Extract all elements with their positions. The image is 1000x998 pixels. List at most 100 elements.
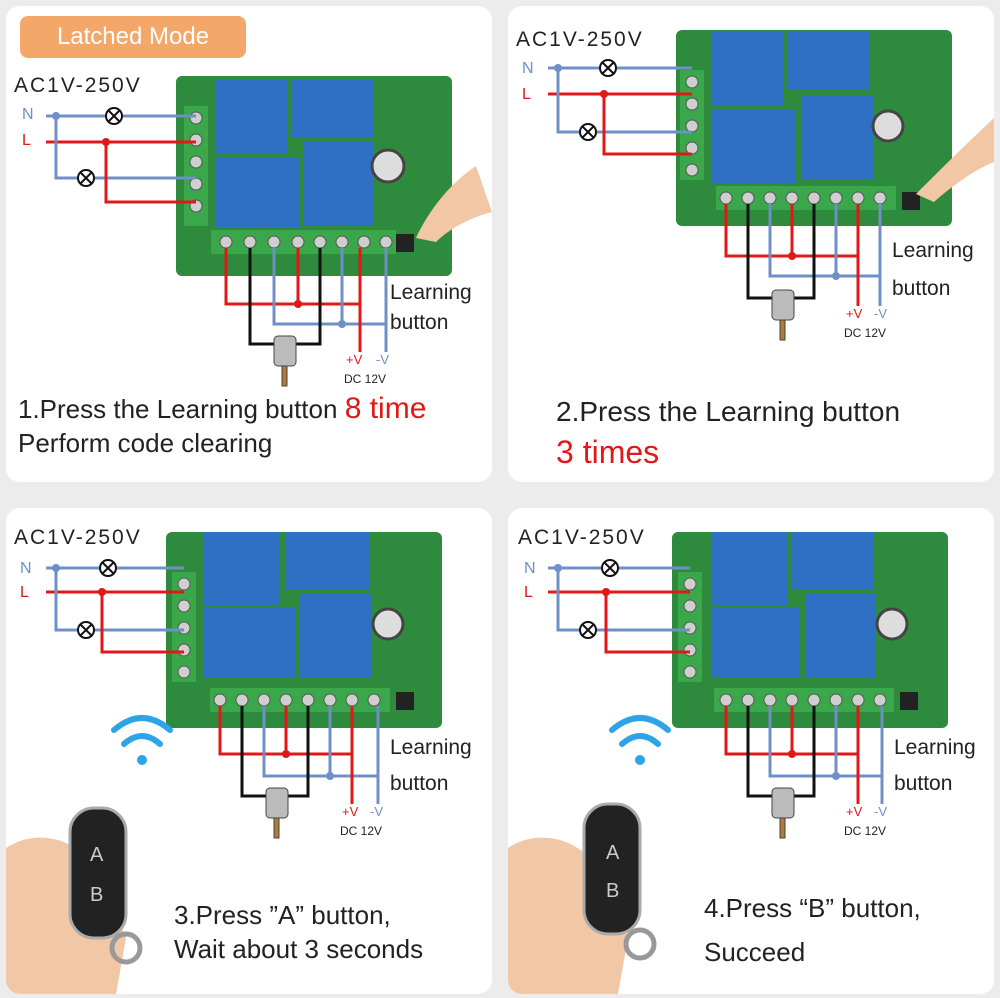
step1-instruction: 1.Press the Learning button 8 time Perfo… [18, 392, 426, 460]
remote-in-hand [508, 802, 657, 994]
load-wires [46, 114, 196, 204]
lamp-2 [77, 621, 95, 639]
voltage-label: AC1V-250V [14, 74, 142, 97]
relay-4 [806, 594, 876, 678]
step3-panel: A B AC1V-250V N L Learning button +V -V D… [6, 508, 492, 994]
live-label: L [20, 584, 29, 601]
learning-word: Learning [892, 239, 974, 262]
terminal-block-bottom [714, 688, 894, 712]
relay-2 [788, 32, 870, 90]
hand-pointer [416, 166, 492, 242]
load-wires [548, 566, 690, 654]
relay-4 [802, 96, 874, 180]
lamp-1 [599, 59, 617, 77]
relay-2 [792, 532, 874, 590]
terminal-screws [177, 577, 381, 707]
step4-text: 4.Press “B” button, [704, 893, 921, 923]
plus-v-label: +V [342, 804, 359, 819]
step3-wiring-diagram [6, 532, 442, 994]
voltage-label: AC1V-250V [14, 526, 142, 549]
step3-instruction: 3.Press ”A” button, Wait about 3 seconds [174, 898, 423, 966]
motor [265, 787, 289, 839]
remote-button-a[interactable]: A [606, 842, 620, 864]
relay-3 [712, 110, 796, 184]
minus-v-label: -V [376, 352, 389, 367]
voltage-label: AC1V-250V [516, 28, 644, 51]
motor-wires [224, 248, 388, 352]
relay-1 [712, 32, 784, 106]
lamp-2 [579, 123, 597, 141]
relay-1 [712, 532, 788, 606]
step4-instruction: 4.Press “B” button, Succeed [704, 886, 921, 974]
terminal-screws [189, 111, 393, 249]
mode-badge: Latched Mode [20, 16, 246, 58]
learning-button-label: Learning button [894, 730, 976, 802]
capacitor [871, 109, 905, 143]
dc-label: DC 12V [844, 824, 887, 838]
plus-v-label: +V [846, 804, 863, 819]
wireless-signal-icon [111, 715, 173, 765]
learning-button-part [396, 692, 414, 710]
lamp-1 [601, 559, 619, 577]
minus-v-label: -V [874, 306, 887, 321]
remote-button-a[interactable]: A [90, 844, 104, 866]
plus-v-label: +V [346, 352, 363, 367]
learning-word: Learning [894, 736, 976, 759]
step4-text-2: Succeed [704, 937, 806, 967]
capacitor [370, 148, 406, 184]
step2-instruction: 2.Press the Learning button 3 times [556, 392, 900, 474]
remote-button-b[interactable]: B [606, 880, 620, 902]
learning-button-part [900, 692, 918, 710]
learning-button-label: Learning button [892, 232, 974, 308]
live-label: L [22, 132, 31, 149]
neutral-label: N [522, 60, 534, 77]
terminal-screws [685, 75, 887, 205]
load-wires [46, 566, 184, 654]
wire-junctions [102, 138, 302, 308]
lamp-2 [579, 621, 597, 639]
lamp-1 [105, 107, 123, 125]
live-label: L [524, 584, 533, 601]
step1-wiring-diagram [46, 76, 492, 387]
learning-word: Learning [390, 736, 472, 759]
lamp-2 [77, 169, 95, 187]
step1-text-2: Perform code clearing [18, 428, 273, 458]
minus-v-label: -V [874, 804, 887, 819]
neutral-label: N [20, 560, 32, 577]
learning-button-part [396, 234, 414, 252]
hand-pointer [916, 118, 994, 202]
live-label: L [522, 86, 531, 103]
relay-1 [204, 532, 280, 606]
lamp-1 [99, 559, 117, 577]
button-word: button [894, 772, 953, 795]
dc-label: DC 12V [340, 824, 383, 838]
capacitor [371, 607, 405, 641]
minus-v-label: -V [370, 804, 383, 819]
remote-in-hand [6, 806, 143, 994]
step2-wiring-diagram [548, 30, 994, 341]
button-word: button [892, 277, 951, 300]
relay-4 [304, 142, 374, 226]
remote-button-b[interactable]: B [90, 884, 104, 906]
relay-4 [300, 594, 372, 678]
load-wires [548, 66, 692, 156]
neutral-label: N [524, 560, 536, 577]
step3-text: 3.Press ”A” button, [174, 900, 391, 930]
step1-highlight: 8 time [344, 392, 427, 425]
learning-word: Learning [390, 281, 472, 304]
motor [771, 787, 795, 839]
voltage-label: AC1V-250V [518, 526, 646, 549]
relay-3 [204, 608, 296, 678]
relay-3 [216, 158, 300, 228]
learning-button-part [902, 192, 920, 210]
relay-2 [292, 80, 374, 138]
step2-text: 2.Press the Learning button [556, 396, 901, 427]
button-word: button [390, 772, 449, 795]
relay-2 [286, 532, 370, 590]
motor [273, 335, 297, 387]
relay-1 [216, 80, 288, 154]
dc-label: DC 12V [344, 372, 387, 386]
step2-highlight: 3 times [556, 434, 660, 470]
